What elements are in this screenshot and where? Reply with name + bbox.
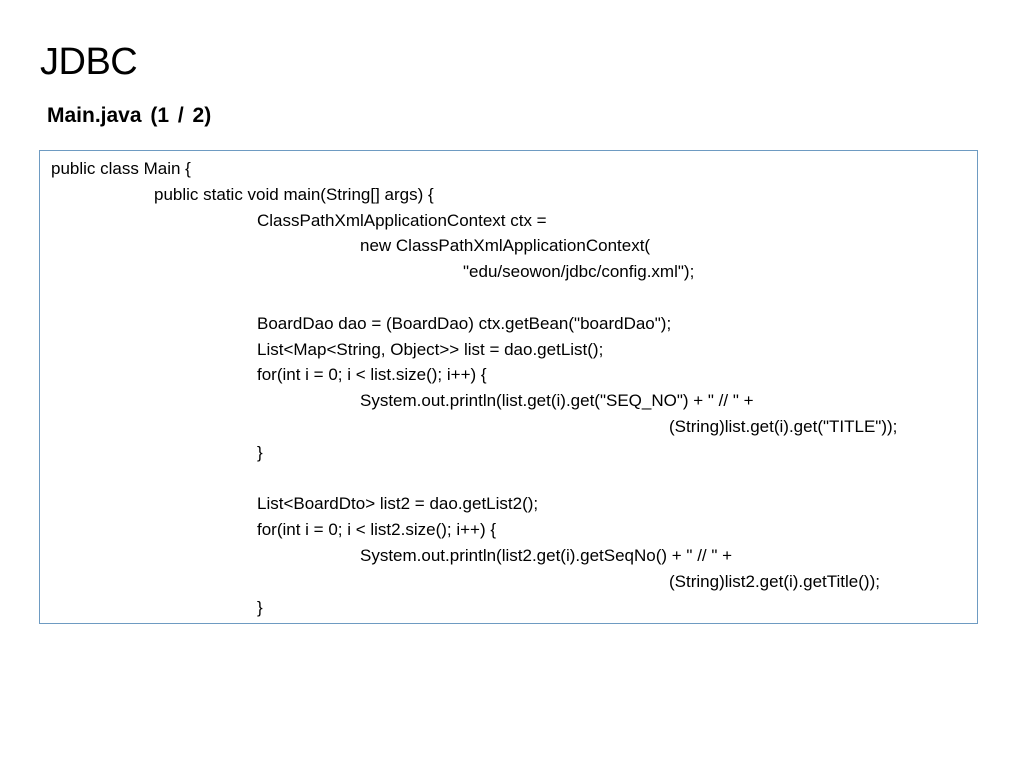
slide-title: JDBC [40,41,138,83]
code-line: public static void main(String[] args) { [154,184,434,204]
code-line: "edu/seowon/jdbc/config.xml"); [463,262,695,282]
code-line: for(int i = 0; i < list2.size(); i++) { [257,520,497,540]
code-line: List<BoardDto> list2 = dao.getList2(); [257,494,539,514]
code-line: BoardDao dao = (BoardDao) ctx.getBean("b… [257,313,672,333]
slide-subtitle: Main.java (1 / 2) [47,104,212,127]
code-line: for(int i = 0; i < list.size(); i++) { [257,365,487,385]
code-line: (String)list.get(i).get("TITLE")); [669,417,898,436]
code-line: } [257,597,263,617]
code-line: List<Map<String, Object>> list = dao.get… [257,339,604,359]
code-line: public class Main { [51,159,191,178]
code-line: } [257,442,263,462]
code-line: System.out.println(list.get(i).get("SEQ_… [360,391,754,411]
code-line: ClassPathXmlApplicationContext ctx = [257,210,547,230]
code-line: System.out.println(list2.get(i).getSeqNo… [360,546,733,565]
code-line: new ClassPathXmlApplicationContext( [360,236,651,256]
code-line: (String)list2.get(i).getTitle()); [669,571,880,591]
code-block: public class Main { public static void ma… [39,150,978,624]
